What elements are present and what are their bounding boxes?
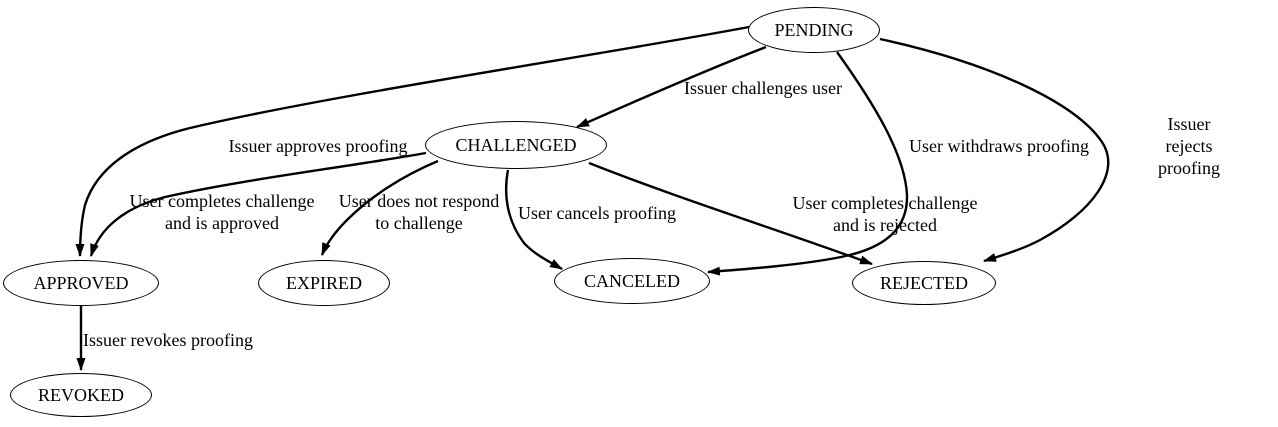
- edge-label-issuer-revokes-proofing: Issuer revokes proofing: [83, 330, 253, 350]
- edge-challenged-expired: [320, 159, 439, 256]
- edge-challenged-canceled: [504, 169, 563, 271]
- edge-label-user-cancels-proofing: User cancels proofing: [518, 203, 676, 223]
- state-node-rejected-label: REJECTED: [880, 272, 968, 293]
- edge-label-issuer-rejects-proofing: Issuer rejects proofing: [1158, 114, 1220, 178]
- state-node-canceled-label: CANCELED: [584, 270, 680, 291]
- state-node-pending: PENDING: [748, 7, 880, 53]
- edge-label-issuer-approves-proofing: Issuer approves proofing: [228, 136, 408, 156]
- edge-challenged-approved: [89, 151, 427, 257]
- edge-label-user-withdraws-proofing: User withdraws proofing: [909, 136, 1089, 156]
- edge-challenged-rejected: [588, 161, 873, 266]
- state-node-expired-label: EXPIRED: [286, 272, 362, 293]
- edge-label-user-completes-challenge-rejected: User completes challenge and is rejected: [792, 193, 978, 235]
- state-node-approved: APPROVED: [3, 260, 159, 306]
- state-node-pending-label: PENDING: [774, 19, 854, 40]
- edge-pending-rejected: [879, 37, 1110, 263]
- state-node-challenged: CHALLENGED: [425, 121, 607, 169]
- state-node-challenged-label: CHALLENGED: [455, 134, 577, 155]
- edge-label-issuer-challenges-user: Issuer challenges user: [684, 78, 842, 98]
- edge-label-user-completes-challenge-approved: User completes challenge and is approved: [129, 191, 315, 233]
- edge-label-user-does-not-respond: User does not respond to challenge: [338, 191, 500, 233]
- state-node-canceled: CANCELED: [554, 258, 710, 304]
- state-node-rejected: REJECTED: [852, 261, 996, 305]
- state-node-expired: EXPIRED: [258, 260, 390, 306]
- edge-pending-challenged: [576, 45, 767, 129]
- edge-pending-approved: [75, 25, 750, 257]
- state-node-revoked: REVOKED: [10, 373, 152, 417]
- state-node-approved-label: APPROVED: [33, 272, 129, 293]
- state-node-revoked-label: REVOKED: [38, 384, 124, 405]
- edge-pending-canceled: [707, 51, 909, 276]
